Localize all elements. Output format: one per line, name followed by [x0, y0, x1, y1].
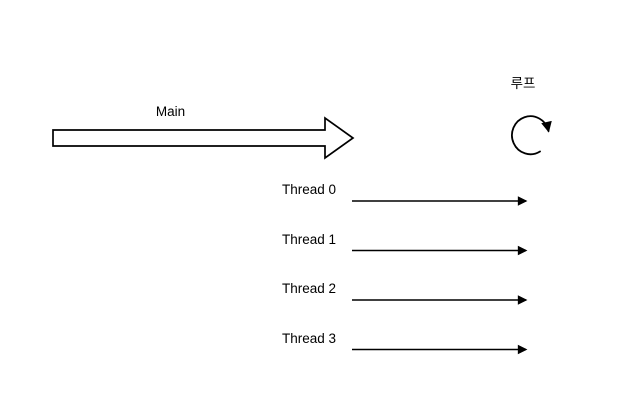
thread-label-0: Thread 0	[282, 182, 337, 197]
loop-arrow-icon	[511, 115, 552, 156]
thread-label-1: Thread 1	[282, 231, 337, 247]
thread-label-2: Thread 2	[282, 281, 337, 296]
main-arrow-label: Main	[155, 104, 186, 119]
thread-label-3: Thread 3	[282, 330, 337, 346]
main-block-arrow	[52, 116, 355, 160]
loop-label: 루프	[510, 76, 536, 91]
